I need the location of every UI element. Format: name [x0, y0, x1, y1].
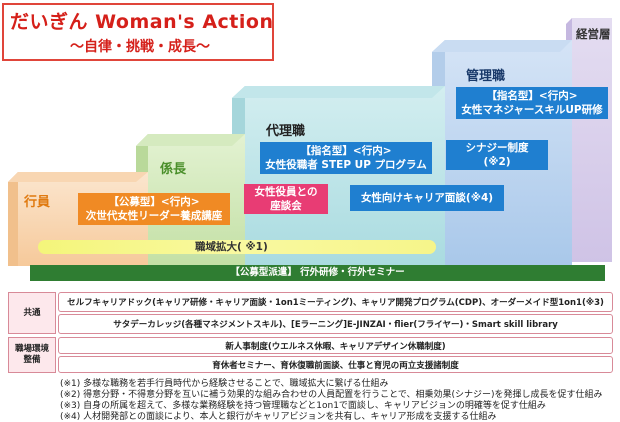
program-next-gen-leader: 【公募型】<行内> 次世代女性リーダー養成講座 — [78, 193, 230, 225]
level-label-staff: 行員 — [24, 195, 51, 210]
job-expansion-label: 職域拡大( ※1) — [195, 241, 268, 253]
program-manager-skill-up: 【指名型】<行内> 女性マネジャースキルUP研修 — [456, 87, 608, 119]
level-label-chief: 係長 — [160, 162, 187, 177]
footnote-3: (※3) 自身の所属を超えて、多様な業務経験を持つ管理職などと1on1で面談し、… — [60, 401, 546, 411]
step-executive — [566, 18, 612, 266]
footnote-2: (※2) 得意分野・不得意分野を互いに補う効果的な組み合わせの人員配置を行うこと… — [60, 390, 603, 400]
program-career-interview: 女性向けキャリア面談(※4) — [350, 185, 504, 211]
footnote-1: (※1) 多様な職務を若手行員時代から経験させることで、職域拡大に繋げる仕組み — [60, 379, 389, 389]
workplace-row-childcare: 育休者セミナー、育休復職前面談、仕事と育児の両立支援諸制度 — [58, 356, 613, 373]
page-subtitle: 〜自律・挑戦・成長〜 — [70, 39, 210, 55]
workplace-row-hr-system: 新人事制度(ウエルネス休暇、キャリアデザイン休職制度) — [58, 337, 613, 354]
external-training-label: 【公募型派遣】 行外研修・行外セミナー — [230, 267, 405, 278]
common-row-career: セルフキャリアドック(キャリア研修・キャリア面談・1on1ミーティング)、キャリ… — [58, 292, 613, 312]
external-training-bar — [30, 265, 605, 281]
category-workplace: 職場環境 整備 — [8, 337, 56, 373]
level-label-executive: 経営層 — [576, 27, 611, 41]
level-label-manager: 管理職 — [466, 69, 506, 84]
program-step-up: 【指名型】<行内> 女性役職者 STEP UP プログラム — [260, 142, 432, 174]
program-synergy-system: シナジー制度 (※2) — [446, 140, 548, 170]
job-expansion-bar — [38, 240, 436, 254]
common-row-learning: サタデーカレッジ(各種マネジメントスキル)、[Eラーニング]E-JINZAI・f… — [58, 314, 613, 334]
title-box — [2, 3, 274, 61]
program-executive-roundtable: 女性役員との 座談会 — [244, 184, 328, 214]
footnote-4: (※4) 人材開発部との面談により、本人と銀行がキャリアビジョンを共有し、キャリ… — [60, 412, 497, 422]
category-common: 共通 — [8, 292, 56, 334]
page-title: だいぎん Woman's Action — [10, 11, 274, 33]
level-label-deputy: 代理職 — [266, 124, 306, 139]
